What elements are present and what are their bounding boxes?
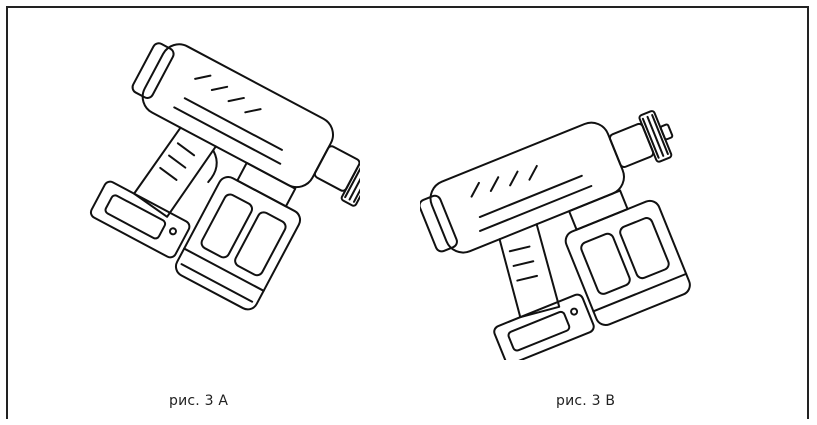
figure-3b: [418, 40, 720, 365]
figure-3a: [60, 40, 379, 360]
sprayer-gun-tilted-back-icon: [418, 110, 691, 365]
figure-caption-3a: рис. 3 А: [169, 393, 229, 409]
document-frame: [6, 6, 809, 419]
sprayer-gun-tilted-forward-icon: [89, 42, 379, 311]
figure-caption-3b: рис. 3 В: [556, 393, 616, 409]
